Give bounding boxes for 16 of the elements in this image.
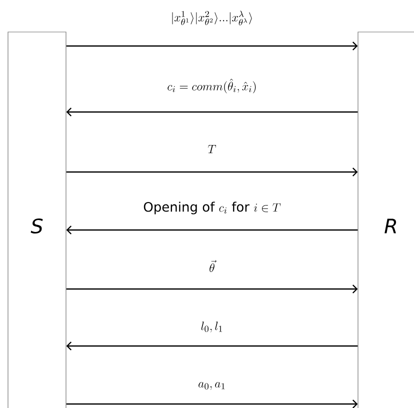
- arrow: [66, 342, 358, 350]
- arrow: [66, 42, 358, 50]
- arrow: [66, 108, 358, 116]
- arrow: [66, 168, 358, 176]
- party-box: S: [8, 32, 66, 408]
- arrow: [66, 400, 358, 408]
- edge-label: $T$: [208, 144, 216, 154]
- edge-label: $l_0, l_1$: [201, 322, 222, 332]
- edge-label: $a_0, a_1$: [198, 382, 225, 390]
- edge-label: $c_i = comm(\hat{\theta}_i, \hat{x}_i)$: [168, 78, 256, 94]
- edge-label: $|x^1_{\theta^1}\rangle|x^2_{\theta^2}\rangle...|x^\lambda_{\theta^\lambda}\rangle$: [172, 10, 252, 26]
- edge-label: $\vec{\theta}$: [210, 260, 216, 272]
- arrow: [66, 284, 358, 294]
- edge-label: $\mbox{Opening of }c_i\mbox{ for }i \in T$: [144, 202, 281, 214]
- party-box: R: [358, 32, 414, 408]
- arrow: [66, 226, 358, 234]
